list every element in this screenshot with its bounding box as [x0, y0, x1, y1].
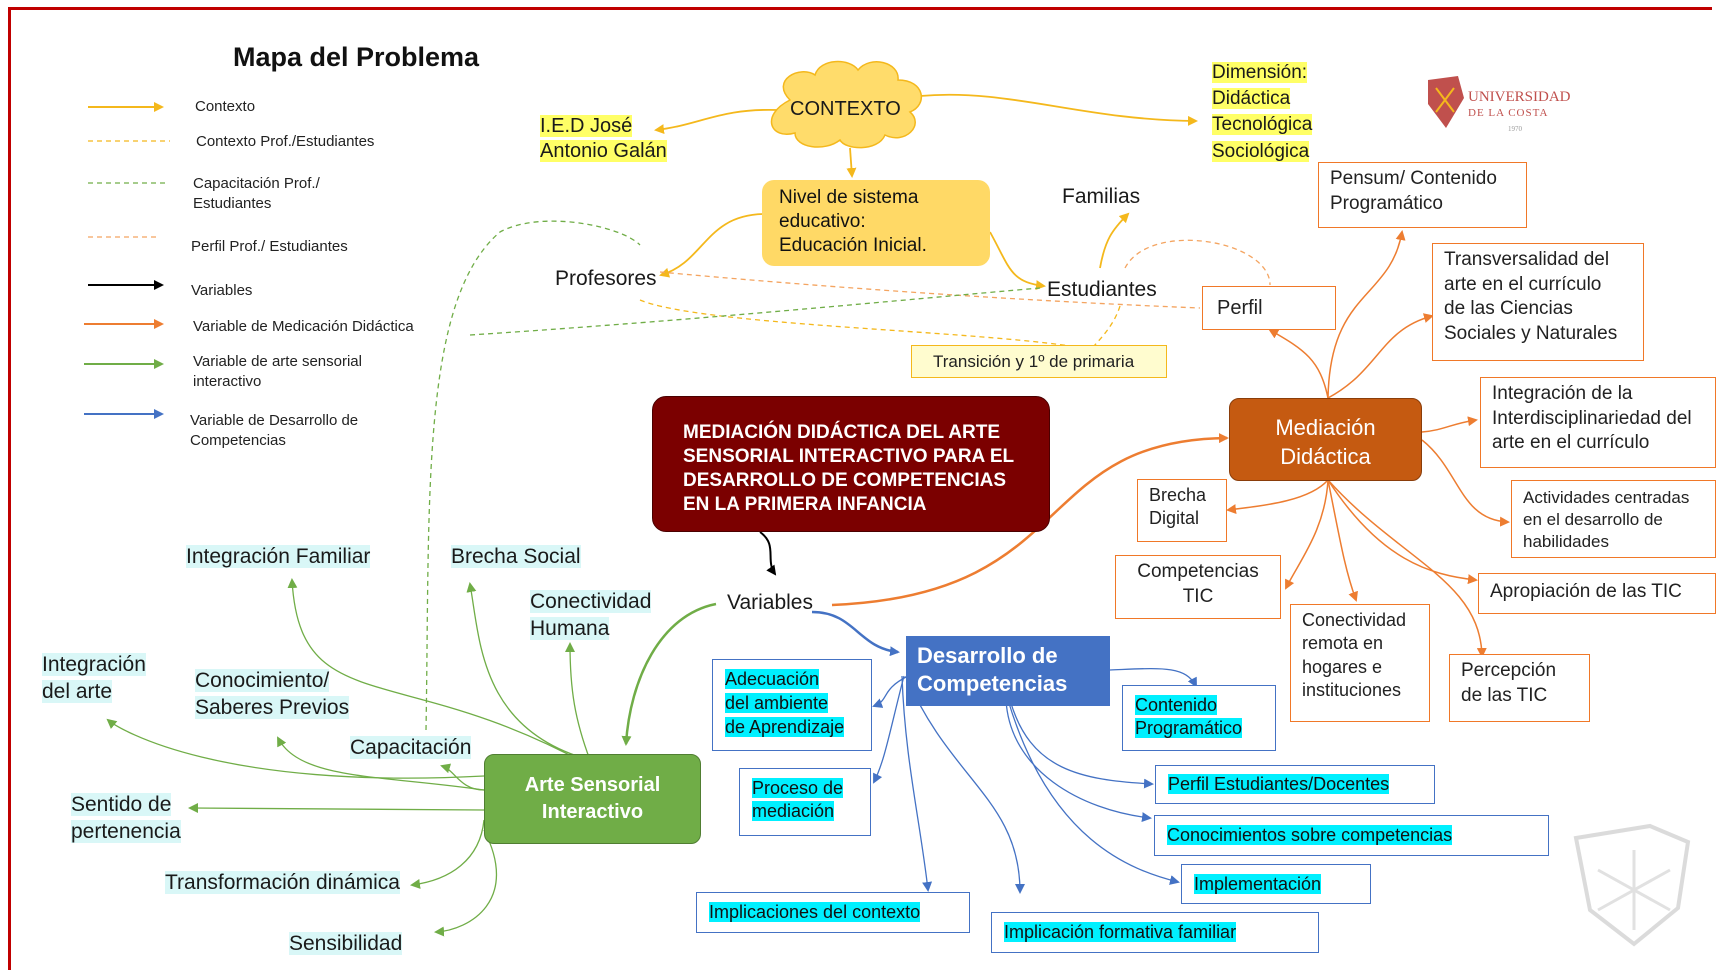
- context-cloud-label: CONTEXTO: [790, 98, 901, 120]
- development-item-environment: Adecuación del ambiente de Aprendizaje: [712, 659, 872, 751]
- art-item-social-gap: Brecha Social: [451, 545, 581, 568]
- legend-label-competencies: Variable de Desarrollo de Competencias: [190, 412, 359, 450]
- families-label: Familias: [1062, 185, 1141, 208]
- development-item-family-training: Implicación formativa familiar: [991, 912, 1319, 953]
- transition-box: Transición y 1º de primaria: [911, 345, 1167, 378]
- art-item-sensitivity: Sensibilidad: [289, 932, 403, 955]
- university-logo-icon: [1428, 76, 1464, 128]
- development-item-implementation: Implementación: [1181, 864, 1371, 904]
- context-links: [654, 93, 1198, 291]
- art-item-art-integration: Integración del arte: [42, 653, 146, 704]
- page-title: Mapa del Problema: [233, 42, 480, 72]
- art-node: Arte Sensorial Interactivo: [484, 754, 701, 844]
- page-frame: [8, 7, 1712, 970]
- legend-label-profile: Perfil Prof./ Estudiantes: [191, 238, 348, 255]
- legend-label-mediation: Variable de Medicación Didáctica: [193, 318, 414, 335]
- mediation-item-ict-appropriation: Apropiación de las TIC: [1478, 573, 1716, 614]
- students-label: Estudiantes: [1047, 278, 1157, 301]
- art-item-training: Capacitación: [350, 736, 472, 759]
- context-dashed: [639, 299, 1121, 347]
- mediation-item-transversality: Transversalidad del arte en el currículo…: [1432, 243, 1644, 361]
- mediation-item-ict-perception: Percepción de las TIC: [1449, 654, 1590, 722]
- legend-label-context-prof: Contexto Prof./Estudiantes: [196, 133, 375, 150]
- art-item-belonging: Sentido de pertenencia: [71, 793, 181, 844]
- shield-watermark-icon: [1573, 823, 1691, 947]
- development-item-knowledge: Conocimientos sobre competencias: [1154, 815, 1549, 856]
- art-item-family: Integración Familiar: [186, 545, 371, 568]
- profile-dashed: [659, 239, 1271, 309]
- art-link: [621, 602, 717, 746]
- development-item-program-content: Contenido Programático: [1122, 685, 1276, 751]
- mediation-item-digital-gap: Brecha Digital: [1137, 479, 1227, 542]
- variables-label: Variables: [727, 591, 813, 614]
- mediation-item-pensum: Pensum/ Contenido Programático: [1318, 162, 1527, 228]
- teachers-label: Profesores: [555, 267, 657, 290]
- mediation-item-ict-competencies: Competencias TIC: [1115, 555, 1281, 619]
- mediation-item-interdisciplinarity: Integración de la Interdisciplinariedad …: [1480, 377, 1716, 468]
- legend-lines: [84, 102, 170, 419]
- mediation-item-activities: Actividades centradas en el desarrollo d…: [1511, 480, 1716, 558]
- legend-label-variables: Variables: [191, 282, 253, 299]
- mediation-node: Mediación Didáctica: [1229, 398, 1422, 481]
- main-topic-box: MEDIACIÓN DIDÁCTICA DEL ARTE SENSORIAL I…: [652, 396, 1050, 532]
- development-node: Desarrollo de Competencias: [906, 636, 1110, 706]
- profile-box: Perfil: [1202, 286, 1336, 330]
- art-item-transformation: Transformación dinámica: [165, 871, 400, 894]
- development-item-context-implications: Implicaciones del contexto: [696, 892, 970, 933]
- variables-link: [759, 531, 777, 576]
- mediation-branches: [1226, 230, 1510, 658]
- legend-label-art: Variable de arte sensorial interactivo: [193, 353, 362, 391]
- art-item-human-connectivity: Conectividad Humana: [530, 590, 652, 641]
- training-dashed: [425, 220, 1041, 731]
- art-branches: [106, 578, 591, 937]
- legend-label-context: Contexto: [195, 98, 256, 115]
- development-link: [811, 610, 900, 657]
- development-branches: [872, 667, 1197, 894]
- education-level-box: Nivel de sistema educativo: Educación In…: [762, 180, 990, 266]
- development-item-mediation-process: Proceso de mediación: [739, 768, 871, 836]
- mediation-item-connectivity: Conectividad remota en hogares e institu…: [1290, 604, 1430, 722]
- development-item-profiles: Perfil Estudiantes/Docentes: [1155, 765, 1435, 804]
- art-item-prior-knowledge: Conocimiento/ Saberes Previos: [195, 669, 350, 720]
- legend-label-training: Capacitación Prof./ Estudiantes: [193, 175, 320, 213]
- context-cloud: [770, 60, 923, 149]
